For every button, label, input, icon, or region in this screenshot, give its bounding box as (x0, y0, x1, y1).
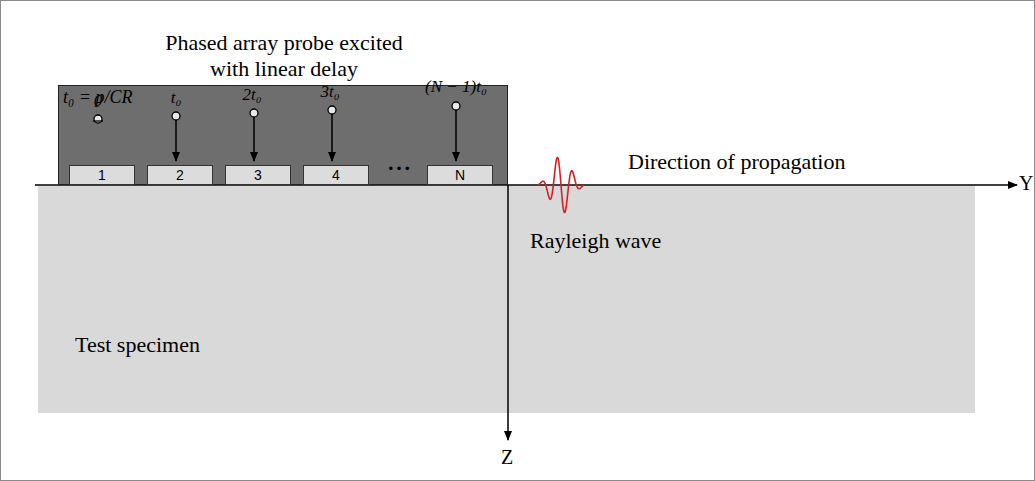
specimen-ground (38, 186, 975, 413)
array-element: 3 (225, 165, 291, 185)
test-specimen: Test specimen (38, 186, 975, 413)
excitation-pulse (94, 115, 102, 123)
direction-label: Direction of propagation (628, 150, 846, 174)
array-element: N (427, 165, 493, 185)
array-element: 1 (69, 165, 135, 185)
wave-label: Rayleigh wave (530, 229, 661, 253)
delay-label: 3t₀ (320, 83, 339, 102)
rayleigh-wave (538, 157, 584, 212)
delay-label: 2t₀ (242, 86, 261, 105)
delay-label: t₀ (171, 89, 182, 108)
element-number: 3 (226, 166, 290, 184)
delay-label: 0 (94, 92, 103, 111)
probe-housing: Phased array probe excited with linear d… (58, 85, 508, 185)
array-element: 4 (303, 165, 369, 185)
element-number: N (428, 166, 492, 184)
element-number: 2 (148, 166, 212, 184)
probe-heading: Phased array probe excited with linear d… (144, 30, 424, 82)
specimen-label: Test specimen (75, 332, 200, 358)
axis-label: Z (501, 446, 513, 468)
array-element: 2 (147, 165, 213, 185)
pulse-baseline (93, 120, 103, 121)
ellipsis: • • • (389, 162, 410, 176)
z-axis (507, 185, 509, 440)
delay-label: (N − 1)t₀ (425, 78, 487, 97)
element-number: 1 (70, 166, 134, 184)
element-number: 4 (304, 166, 368, 184)
axis-label: Y (1019, 172, 1033, 194)
